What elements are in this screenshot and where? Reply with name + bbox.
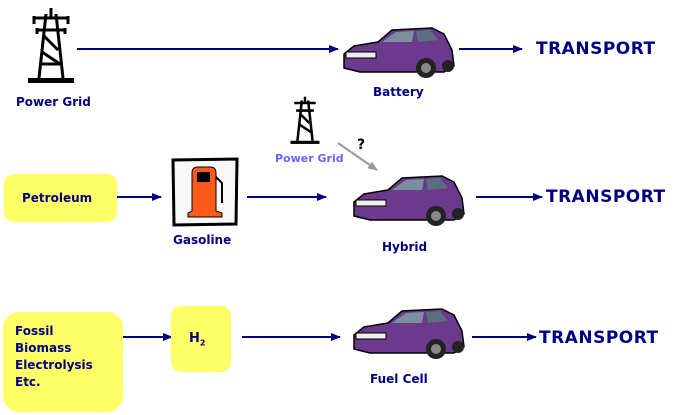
source-item: Etc. — [15, 375, 41, 389]
sources-box: Fossil Biomass Electrolysis Etc. — [3, 312, 123, 412]
transport-label-1: TRANSPORT — [536, 39, 656, 59]
car-icon — [343, 27, 455, 78]
power-tower-icon — [28, 8, 74, 83]
source-item: Fossil — [15, 324, 54, 338]
gasoline-label: Gasoline — [173, 233, 232, 247]
hydrogen-box: H2 — [171, 306, 231, 372]
sources-list: Fossil Biomass Electrolysis Etc. — [15, 323, 93, 391]
gas-pump-icon — [171, 157, 239, 227]
petroleum-box: Petroleum — [4, 174, 117, 222]
secondary-power-grid-label: Power Grid — [275, 152, 344, 165]
arrow-grid-to-hybrid — [337, 142, 378, 171]
fuel-cell-label: Fuel Cell — [370, 372, 428, 386]
transport-label-2: TRANSPORT — [546, 187, 666, 207]
hydrogen-label: H2 — [189, 331, 206, 348]
source-item: Electrolysis — [15, 358, 93, 372]
power-grid-label: Power Grid — [16, 95, 91, 109]
power-tower-icon-small — [290, 96, 320, 144]
question-mark: ? — [357, 137, 366, 153]
battery-label: Battery — [373, 85, 424, 99]
hybrid-label: Hybrid — [382, 240, 428, 254]
transport-label-3: TRANSPORT — [539, 328, 659, 348]
petroleum-label: Petroleum — [22, 191, 93, 205]
source-item: Biomass — [15, 341, 72, 355]
car-icon — [353, 175, 465, 226]
car-icon — [353, 308, 465, 359]
